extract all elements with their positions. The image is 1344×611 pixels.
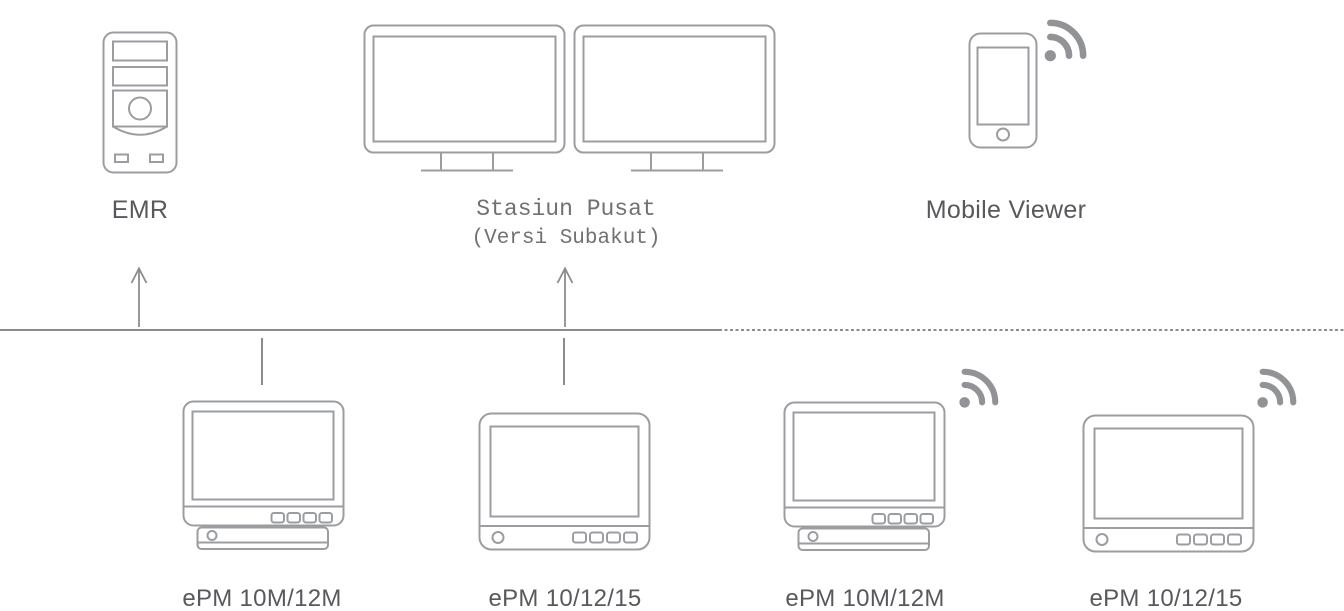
monitor-2-connector-line [563,338,565,385]
emr-label: EMR [111,196,169,224]
monitor-1-label: ePM 10M/12M [182,585,342,611]
wired-network-bus-line [0,329,719,331]
patient-monitor-icon [478,412,652,551]
monitor-4-label: ePM 10/12/15 [1089,585,1243,611]
wifi-signal-icon [955,353,1011,415]
emr-tower-icon [102,31,178,174]
monitor-1-connector-line [261,338,263,385]
mobile-viewer-label: Mobile Viewer [925,196,1087,224]
patient-monitor-docked-icon [783,401,947,552]
wifi-signal-icon [1040,3,1100,69]
wifi-signal-icon [1253,353,1309,415]
patient-monitor-docked-icon [182,400,346,551]
monitor-3-label: ePM 10M/12M [785,585,945,611]
central-station-monitor-left-icon [363,24,566,173]
patient-monitor-icon [1082,414,1256,553]
central-station-uplink-arrow-icon [556,266,574,328]
mobile-phone-icon [968,32,1038,149]
central-station-monitor-right-icon [573,24,776,173]
emr-uplink-arrow-icon [130,266,148,328]
wireless-network-bus-line [719,329,1344,331]
central-station-sublabel: (Versi Subakut) [471,227,661,250]
monitor-2-label: ePM 10/12/15 [488,585,642,611]
central-station-label: Stasiun Pusat [476,196,656,222]
